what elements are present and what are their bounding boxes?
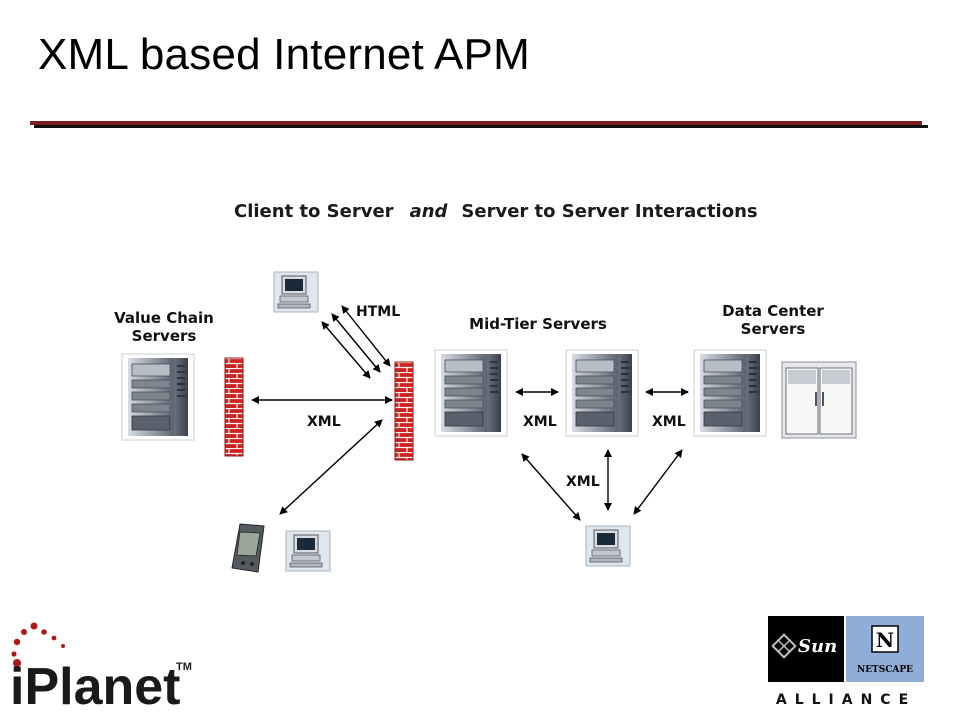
diagram-heading: Client to Server and Server to Server Inte…	[234, 201, 758, 222]
label-value-chain-line1: Value Chain	[114, 309, 214, 327]
label-xml-bottom: XML	[566, 474, 600, 490]
slide-title: XML based Internet APM	[38, 30, 530, 79]
top-workstation-icon	[273, 271, 319, 313]
pda-handheld-icon	[231, 523, 265, 573]
label-xml-mid-tier-2: XML	[652, 414, 686, 430]
mid-tier-server-2-icon	[565, 349, 639, 437]
connection-arrows	[251, 305, 689, 521]
label-data-center-line2: Servers	[741, 320, 806, 338]
mid-tier-server-1-icon	[434, 349, 508, 437]
label-mid-tier: Mid-Tier Servers	[469, 315, 607, 333]
sun-wordmark: Sun	[798, 636, 837, 657]
label-data-center-line1: Data Center	[722, 302, 824, 320]
firewall-left-icon	[224, 357, 244, 457]
netscape-wordmark: NETSCAPE	[857, 665, 913, 675]
firewall-right-icon	[394, 361, 414, 461]
sun-netscape-alliance-logo: Sun N NETSCAPE ALLIANCE	[768, 616, 924, 708]
heading-server-to-server: Server to Server Interactions	[461, 201, 758, 222]
label-value-chain-line2: Servers	[132, 327, 197, 345]
title-divider	[30, 121, 922, 125]
label-xml-firewalls: XML	[307, 414, 341, 430]
sun-diamond-icon	[771, 633, 797, 659]
data-center-server-icon	[693, 349, 767, 437]
iplanet-logo: iPlanet TM	[10, 622, 192, 714]
bottom-right-workstation-icon	[585, 525, 631, 567]
label-html: HTML	[356, 304, 400, 320]
storage-cabinet-icon	[781, 361, 857, 439]
iplanet-trademark: TM	[176, 661, 192, 673]
alliance-wordmark: ALLIANCE	[776, 692, 916, 708]
netscape-n-icon: N	[876, 628, 894, 652]
title-divider-shadow	[34, 125, 928, 128]
iplanet-wordmark: iPlanet	[10, 658, 181, 714]
label-xml-mid-tier-1: XML	[523, 414, 557, 430]
value-chain-server-icon	[121, 353, 195, 441]
heading-and: and	[409, 201, 448, 222]
heading-client-to-server: Client to Server	[234, 201, 394, 222]
bottom-left-workstation-icon	[285, 530, 331, 572]
